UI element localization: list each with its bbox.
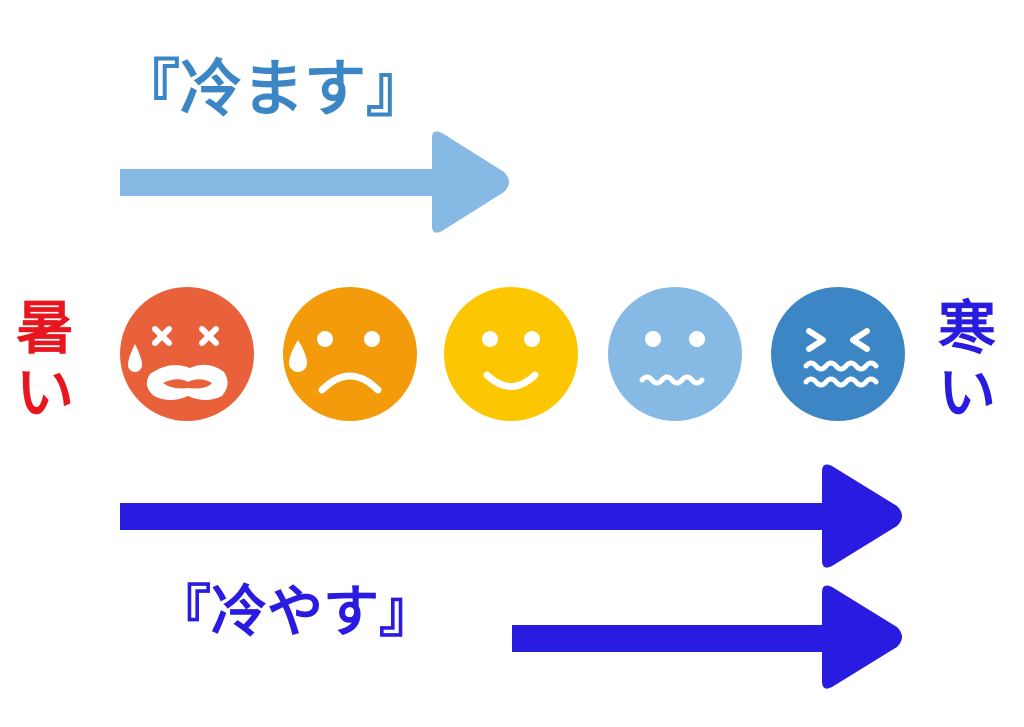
face-very-cold [771,287,905,421]
cold-label-char-2: い [937,358,996,427]
hot-label-char-2: い [15,358,74,427]
sweat-drop-icon [128,344,142,372]
cool-down-arrow [120,131,509,233]
cold-label: 寒 い [932,296,1002,426]
wavy-mouth-icon [803,360,879,372]
face-very-hot [120,287,254,421]
cold-label-char-1: 寒 [937,294,996,362]
sweat-drop-icon [289,340,307,372]
cool-down-label: 『冷ます』 [118,52,429,125]
chill-short-arrow [512,585,902,689]
hot-label-char-1: 暑 [15,294,74,362]
face-cool [608,287,742,421]
wavy-mouth-icon [639,374,705,386]
face-hot [283,287,417,421]
face-comfortable [444,287,578,421]
chill-label: 『冷やす』 [155,580,435,645]
x-eyes-icon [152,326,219,346]
hot-label: 暑 い [10,296,80,426]
frown-mouth-icon [318,372,382,394]
squint-eyes-icon [806,328,870,352]
chill-long-arrow [120,464,902,568]
smile-mouth-icon [483,371,539,390]
